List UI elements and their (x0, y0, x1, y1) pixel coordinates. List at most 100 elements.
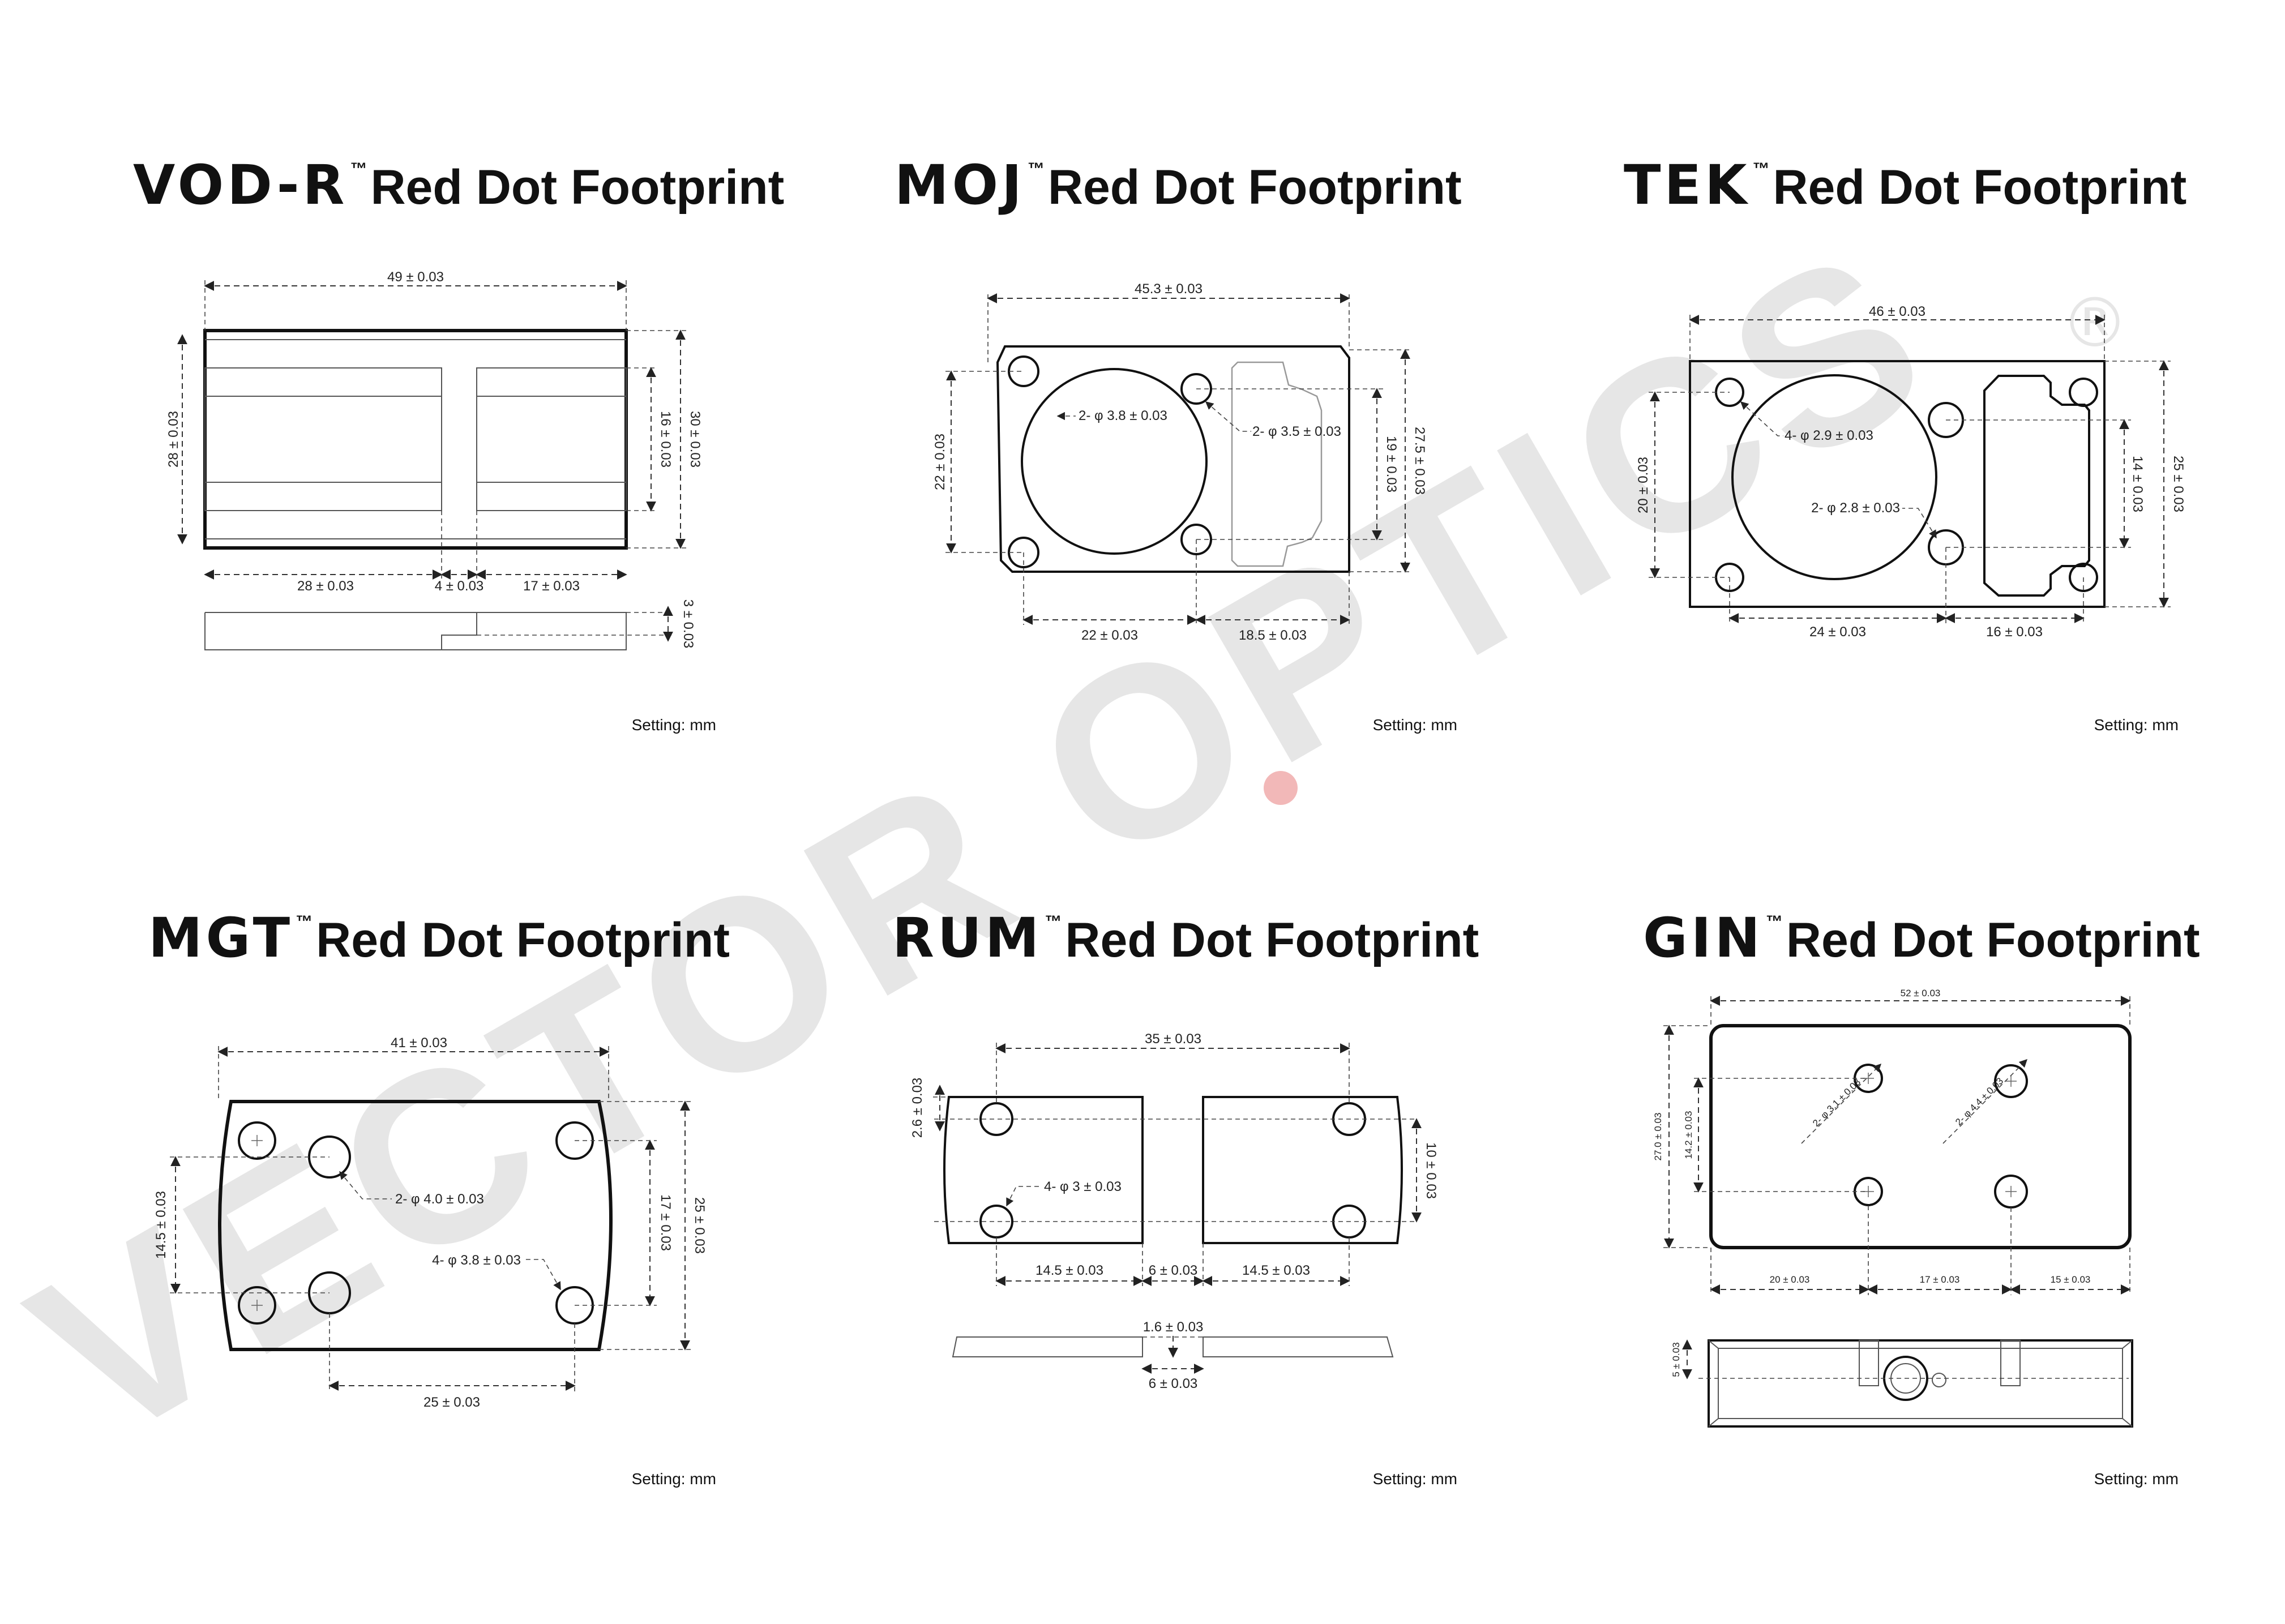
dim-label: 2- φ 3.8 ± 0.03 (1079, 408, 1167, 423)
dim-label: 28 ± 0.03 (297, 579, 354, 594)
dim-label: 27.5 ± 0.03 (1412, 427, 1427, 495)
mgt-hole (238, 1286, 276, 1325)
mgt-hole (238, 1121, 276, 1160)
vod-r-slot-left (204, 367, 442, 511)
moj-ghost-outline (1231, 361, 1323, 567)
dim-label: 24 ± 0.03 (1809, 624, 1866, 640)
gin-screw-thread (1859, 1340, 1879, 1386)
rum-hole (979, 1102, 1013, 1136)
brand-logo-gin: GIN (1643, 906, 1764, 970)
tek-hole (2069, 563, 2098, 592)
gin-side-profile (1708, 1339, 2133, 1428)
dim-label: 20 ± 0.03 (1770, 1274, 1810, 1285)
dim-label: 30 ± 0.03 (687, 411, 703, 468)
moj-plate (996, 345, 1350, 573)
dim-label: 35 ± 0.03 (1145, 1031, 1201, 1047)
dim-label: 2- φ 2.8 ± 0.03 (1811, 500, 1900, 516)
dim-label: 28 ± 0.03 (166, 411, 181, 468)
dim-label: 2- φ 4.4 ± 0.03 (1953, 1075, 2005, 1128)
brand-logo-moj: MOJ (895, 153, 1025, 217)
dim-label: 1.6 ± 0.03 (1143, 1319, 1204, 1335)
watermark-dot (1264, 771, 1298, 805)
watermark: VECTOR OPTICS ® (0, 194, 2129, 1494)
vod-r-side-profile (204, 612, 627, 650)
units-note: Setting: mm (2094, 1470, 2179, 1488)
vod-r-plate (203, 329, 628, 550)
dim-label: 2- φ 3.1 ± 0.03 (1811, 1077, 1863, 1129)
dim-label: 25 ± 0.03 (692, 1197, 707, 1254)
rum-plate-left (943, 1096, 1144, 1244)
dim-label: 16 ± 0.03 (1986, 624, 2043, 640)
dim-label: 5 ± 0.03 (1671, 1342, 1681, 1377)
dim-label: 20 ± 0.03 (1636, 457, 1651, 513)
units-note: Setting: mm (1373, 1470, 1457, 1488)
dim-label: 14.5 ± 0.03 (1242, 1263, 1310, 1278)
dim-label: 49 ± 0.03 (387, 269, 444, 285)
units-note: Setting: mm (632, 716, 716, 734)
dim-label: 46 ± 0.03 (1869, 304, 1925, 319)
dim-label: 4 ± 0.03 (435, 579, 484, 594)
dim-label: 6 ± 0.03 (1149, 1376, 1198, 1391)
dim-label: 22 ± 0.03 (1081, 628, 1138, 643)
dim-label: 45.3 ± 0.03 (1135, 281, 1203, 297)
dim-label: 6 ± 0.03 (1149, 1263, 1198, 1278)
dim-label: 4- φ 3.8 ± 0.03 (432, 1253, 521, 1268)
dim-label: 18.5 ± 0.03 (1239, 628, 1307, 643)
dim-label: 41 ± 0.03 (391, 1035, 447, 1051)
brand-logo-tek: TEK (1624, 153, 1750, 217)
dim-label: 17 ± 0.03 (1920, 1274, 1960, 1285)
gin-screw-thread (2000, 1340, 2021, 1386)
dim-label: 2.6 ± 0.03 (910, 1078, 925, 1138)
moj-center-recess (1021, 368, 1208, 555)
moj-hole (1180, 373, 1212, 405)
units-note: Setting: mm (632, 1470, 716, 1488)
dim-label: 3 ± 0.03 (681, 599, 696, 649)
dim-label: 14.5 ± 0.03 (1035, 1263, 1103, 1278)
dim-label: 17 ± 0.03 (658, 1194, 673, 1251)
watermark-text: VECTOR OPTICS (0, 194, 1974, 1494)
gin-plate (1709, 1024, 2132, 1249)
dim-label: 25 ± 0.03 (2171, 456, 2186, 512)
tek-hole (2069, 378, 2098, 407)
gin-hole (1994, 1064, 2028, 1098)
dim-label: 25 ± 0.03 (423, 1395, 480, 1410)
dim-label: 15 ± 0.03 (2051, 1274, 2091, 1285)
dim-label: 2- φ 4.0 ± 0.03 (395, 1192, 484, 1207)
dim-label: 17 ± 0.03 (523, 579, 580, 594)
dim-label: 10 ± 0.03 (1423, 1142, 1439, 1199)
brand-logo-mgt: MGT (148, 906, 293, 970)
rum-plate-right (1202, 1096, 1403, 1244)
units-note: Setting: mm (2094, 716, 2179, 734)
moj-hole (1180, 524, 1212, 555)
dim-label: 27.0 ± 0.03 (1653, 1113, 1663, 1161)
dim-label: 4- φ 3 ± 0.03 (1044, 1179, 1122, 1194)
brand-logo-rum: RUM (892, 906, 1042, 970)
dim-label: 22 ± 0.03 (932, 434, 948, 490)
brand-logo-vod-r: VOD-R (133, 153, 348, 217)
dim-label: 16 ± 0.03 (658, 411, 673, 468)
dim-label: 14 ± 0.03 (2130, 456, 2145, 512)
dim-label: 4- φ 2.9 ± 0.03 (1785, 428, 1873, 443)
dim-label: 52 ± 0.03 (1901, 988, 1941, 999)
dim-label: 2- φ 3.5 ± 0.03 (1252, 424, 1341, 439)
tek-plate (1689, 360, 2106, 608)
tek-rear-cutout (1983, 375, 2090, 597)
watermark-registered-mark: ® (2061, 284, 2129, 363)
tek-center-recess (1731, 374, 1937, 580)
vod-r-slot-right (476, 367, 627, 511)
units-note: Setting: mm (1373, 716, 1457, 734)
dim-label: 19 ± 0.03 (1384, 436, 1399, 492)
